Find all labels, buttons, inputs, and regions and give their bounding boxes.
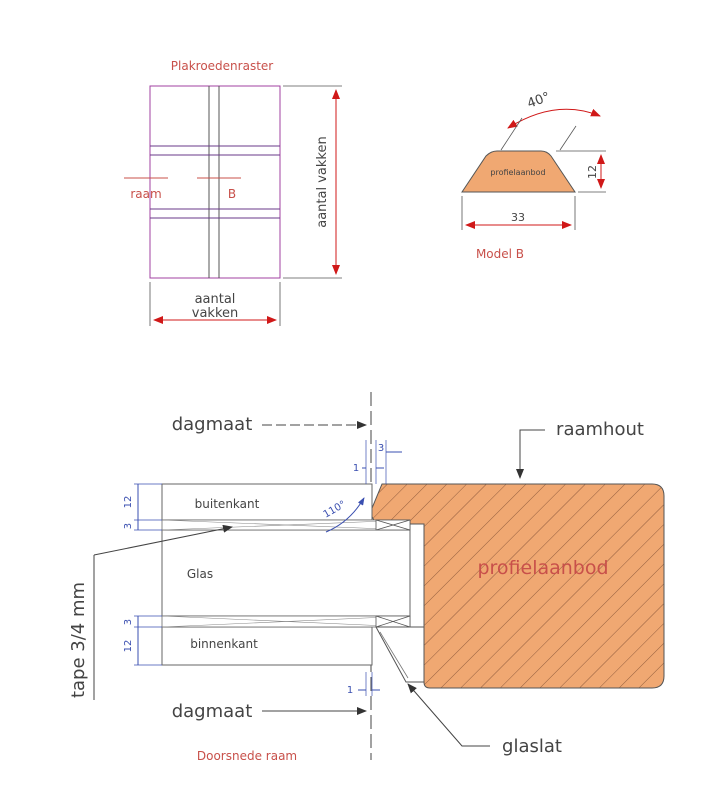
dim-3-top: 3 — [378, 443, 384, 454]
dim-3-lower: 3 — [123, 619, 134, 625]
profile-angle: 40° — [525, 90, 552, 112]
grid-view: Plakroedenraster raam B aantal vakken aa… — [124, 59, 342, 326]
dim-1-top: 1 — [353, 463, 359, 474]
profile-shape — [461, 150, 576, 193]
dim-12-bottom: 12 — [123, 640, 134, 653]
dim-aantal-vakken-vertical: aantal vakken — [315, 136, 330, 227]
profile-label: profielaanbod — [490, 168, 545, 177]
profile-height: 12 — [586, 165, 599, 179]
dagmaat-top: dagmaat — [172, 414, 253, 435]
glas-label: Glas — [187, 567, 213, 581]
dim-aantal: aantal — [195, 292, 236, 307]
grid-title: Plakroedenraster — [171, 59, 274, 73]
glas-pane — [161, 529, 411, 617]
dagmaat-bottom: dagmaat — [172, 701, 253, 722]
profile-view: profielaanbod 40° 12 33 Model B — [461, 90, 606, 261]
tape-label: tape 3/4 mm — [68, 582, 89, 698]
dim-vakken: vakken — [192, 306, 239, 321]
buitenkant-pane — [161, 483, 373, 521]
raamhout-label: raamhout — [556, 419, 644, 440]
label-b: B — [228, 187, 236, 201]
glaslat-bead — [375, 626, 425, 683]
binnenkant-pane — [161, 626, 373, 666]
dim-12-top: 12 — [123, 496, 134, 509]
section-view: dagmaat raamhout profielaanbod buitenkan… — [68, 392, 665, 763]
grid-frame — [149, 85, 281, 279]
section-caption: Doorsnede raam — [197, 749, 297, 763]
raamhout-profile — [369, 483, 665, 689]
dim-3-upper: 3 — [123, 523, 134, 529]
dim-1-bottom: 1 — [347, 685, 353, 696]
buitenkant-label: buitenkant — [195, 497, 260, 511]
label-raam: raam — [130, 187, 161, 201]
binnenkant-label: binnenkant — [190, 637, 258, 651]
model-label: Model B — [476, 247, 524, 261]
section-profile-label: profielaanbod — [477, 557, 608, 579]
glaslat-label: glaslat — [502, 736, 562, 757]
profile-width: 33 — [511, 211, 525, 224]
